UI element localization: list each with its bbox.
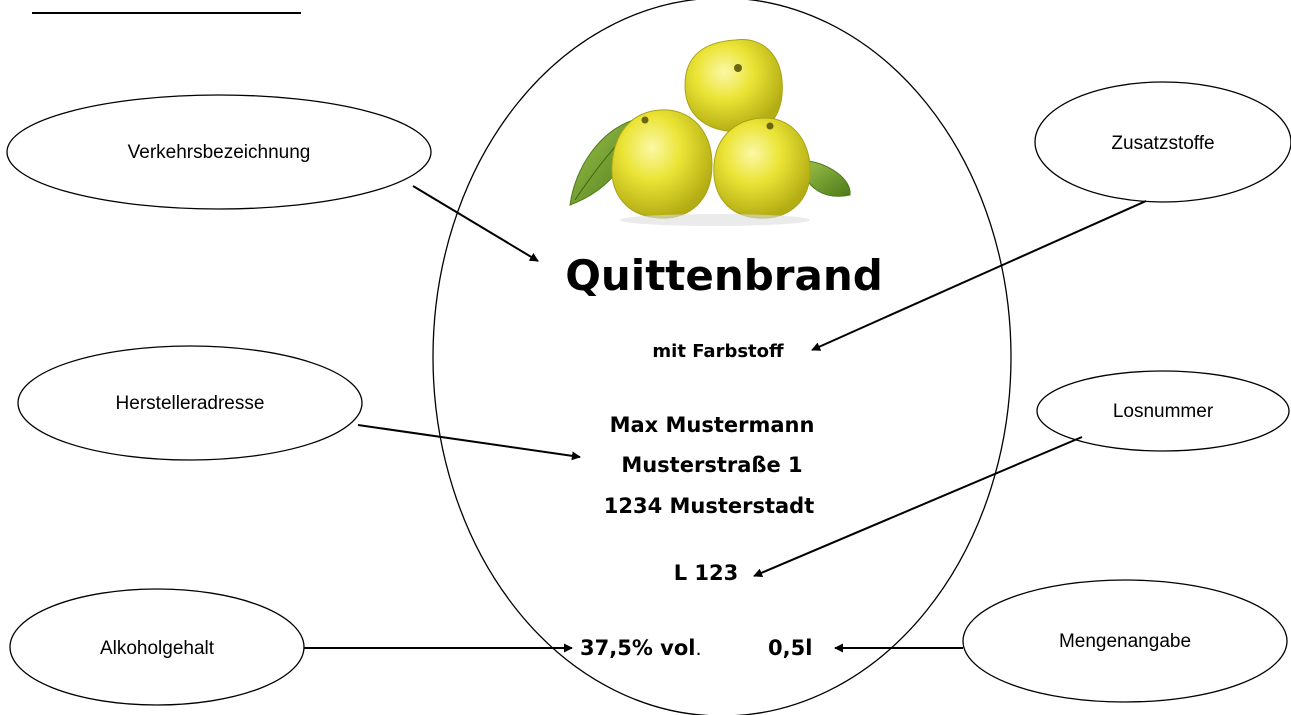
producer-name: Max Mustermann — [610, 413, 815, 437]
lot-number: L 123 — [674, 561, 739, 585]
arrow-verkehrsbezeichnung — [412, 185, 539, 262]
quince-right — [713, 117, 811, 219]
callout-zusatzstoffe-label: Zusatzstoffe — [1111, 133, 1214, 154]
alcohol-dot: . — [695, 638, 701, 660]
producer-city: 1234 Musterstadt — [604, 494, 815, 518]
callout-verkehrsbezeichnung: Verkehrsbezeichnung — [6, 94, 432, 210]
callout-zusatzstoffe: Zusatzstoffe — [1034, 81, 1291, 203]
arrow-zusatzstoffe — [811, 200, 1147, 351]
callout-alkoholgehalt: Alkoholgehalt — [9, 588, 305, 706]
callout-losnummer: Losnummer — [1036, 370, 1290, 452]
additive-text: mit Farbstoff — [652, 341, 784, 362]
callout-mengenangabe-label: Mengenangabe — [1059, 631, 1191, 652]
label-outline — [432, 0, 1012, 715]
arrow-losnummer — [753, 436, 1083, 577]
alcohol-value: 37,5% vol — [580, 636, 695, 660]
alcohol-content: 37,5% vol. — [580, 636, 702, 660]
quince-illustration — [569, 39, 851, 226]
volume: 0,5l — [768, 636, 812, 660]
product-name: Quittenbrand — [565, 251, 883, 300]
arrow-herstelleradresse — [357, 424, 581, 461]
callout-herstelleradresse-label: Herstelleradresse — [116, 393, 265, 414]
producer-street: Musterstraße 1 — [621, 453, 802, 477]
callout-mengenangabe: Mengenangabe — [962, 579, 1288, 703]
callout-alkoholgehalt-label: Alkoholgehalt — [100, 638, 215, 659]
callout-verkehrsbezeichnung-label: Verkehrsbezeichnung — [128, 142, 311, 163]
callout-herstelleradresse: Herstelleradresse — [17, 345, 363, 461]
callout-losnummer-label: Losnummer — [1113, 401, 1214, 422]
quince-left — [611, 109, 713, 219]
